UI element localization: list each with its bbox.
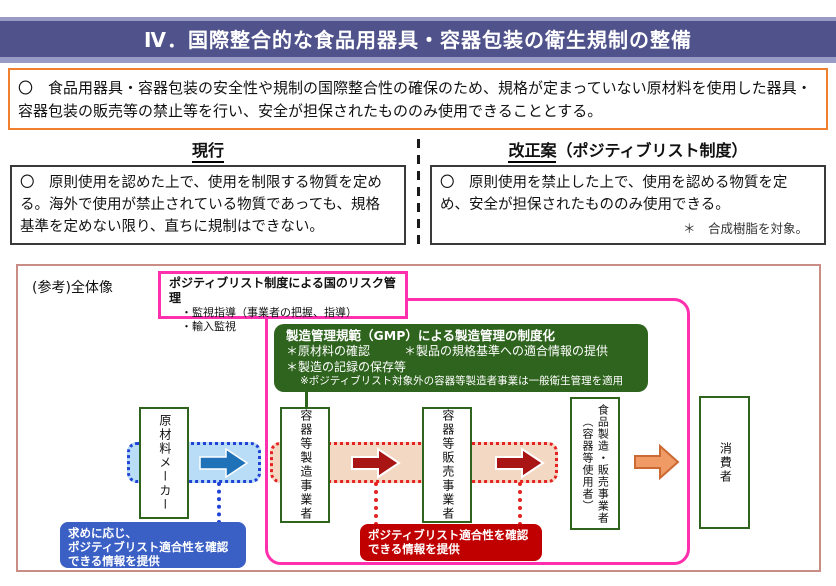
revision-heading: 改正案（ポジティブリスト制度）	[430, 137, 826, 163]
blue-info-note-line1: 求めに応じ、	[68, 526, 137, 540]
gmp-item-materials: ＊原材料の確認	[286, 344, 371, 359]
node-food-manufacturer-label: 食品製造・販売事業者 （容器等使用者）	[580, 404, 611, 524]
gmp-connector-line	[305, 392, 308, 408]
revision-text: 〇 原則使用を禁止した上で、使用を認める物質を定め、安全が担保されたもののみ使用…	[440, 175, 788, 213]
node-consumer-label: 消費者	[718, 441, 733, 484]
node-raw-material-label: 原材料メーカー	[157, 414, 172, 512]
node-container-manufacturer-label: 容器等製造事業者	[298, 409, 313, 521]
gmp-items-row1: ＊原材料の確認 ＊製品の規格基準への適合情報の提供	[286, 344, 638, 360]
current-heading: 現行	[10, 137, 406, 163]
risk-management-box: ポジティブリスト制度による国のリスク管理 ・監視指導（事業者の把握、指導） ・輸…	[158, 271, 408, 333]
red-info-note-line1: ポジティブリスト適合性を確認	[368, 528, 529, 542]
risk-management-title: ポジティブリスト制度による国のリスク管理	[169, 276, 396, 305]
blue-info-note: 求めに応じ、 ポジティブリスト適合性を確認 できる情報を提供	[60, 522, 246, 568]
blue-info-note-line2: ポジティブリスト適合性を確認	[68, 540, 229, 555]
red-info-note: ポジティブリスト適合性を確認 できる情報を提供	[360, 524, 542, 561]
node-food-manufacturer-line1: 食品製造・販売事業者	[596, 403, 610, 524]
blue-info-note-line3: できる情報を提供	[68, 554, 160, 569]
revision-heading-label: 改正案	[508, 141, 557, 163]
page-title: Ⅳ．国際整合的な食品用器具・容器包装の衛生規制の整備	[0, 21, 836, 57]
gmp-note: ※ポジティブリスト対象外の容器等製造者事業は一般衛生管理を適用	[300, 375, 624, 388]
revision-note: ＊ 合成樹脂を対象。	[682, 220, 808, 236]
red-info-note-line2: できる情報を提供	[368, 542, 460, 557]
red-arrow-icon-1	[351, 447, 401, 483]
gmp-box: 製造管理規範（GMP）による製造管理の制度化 ＊原材料の確認 ＊製品の規格基準への…	[274, 324, 648, 392]
overview-panel: (参考)全体像 ポジティブリスト制度による国のリスク管理 ・監視指導（事業者の把…	[16, 264, 821, 572]
gmp-title: 製造管理規範（GMP）による製造管理の制度化	[286, 328, 555, 343]
blue-dotted-connector	[217, 482, 221, 524]
title-bar: Ⅳ．国際整合的な食品用器具・容器包装の衛生規制の整備	[0, 17, 836, 63]
gmp-item-standards: ＊製品の規格基準への適合情報の提供	[404, 344, 609, 359]
node-food-manufacturer: 食品製造・販売事業者 （容器等使用者）	[570, 397, 620, 530]
red-dotted-connector-2	[518, 482, 522, 526]
node-container-seller: 容器等販売事業者	[422, 407, 472, 523]
current-box: 〇 原則使用を認めた上で、使用を制限する物質を定める。海外で使用が禁止されている…	[10, 165, 406, 245]
summary-text: 〇 食品用器具・容器包装の安全性や規制の国際整合性の確保のため、規格が定まってい…	[18, 79, 812, 121]
column-divider	[417, 139, 420, 249]
overview-label: (参考)全体像	[32, 280, 113, 296]
node-raw-material-maker: 原材料メーカー	[139, 407, 189, 519]
node-container-seller-label: 容器等販売事業者	[440, 409, 455, 521]
orange-arrow-icon	[633, 443, 681, 485]
node-consumer: 消費者	[699, 396, 750, 529]
revision-heading-note: （ポジティブリスト制度）	[556, 141, 748, 160]
current-text: 〇 原則使用を認めた上で、使用を制限する物質を定める。海外で使用が禁止されている…	[20, 175, 382, 235]
revision-box: 〇 原則使用を禁止した上で、使用を認める物質を定め、安全が担保されたもののみ使用…	[430, 165, 826, 245]
positive-list-scope-frame	[265, 298, 690, 565]
blue-arrow-icon	[199, 447, 249, 483]
node-food-manufacturer-line2: （容器等使用者）	[581, 415, 594, 512]
current-heading-label: 現行	[191, 141, 224, 163]
risk-item-surveillance: ・監視指導（事業者の把握、指導）	[181, 306, 357, 319]
red-dotted-connector-1	[374, 482, 378, 526]
summary-box: 〇 食品用器具・容器包装の安全性や規制の国際整合性の確保のため、規格が定まってい…	[8, 68, 828, 130]
risk-item-import: ・輸入監視	[181, 319, 236, 333]
gmp-item-records: ＊製造の記録の保存等	[286, 359, 407, 374]
red-arrow-icon-2	[495, 447, 545, 483]
node-container-manufacturer: 容器等製造事業者	[280, 407, 330, 523]
